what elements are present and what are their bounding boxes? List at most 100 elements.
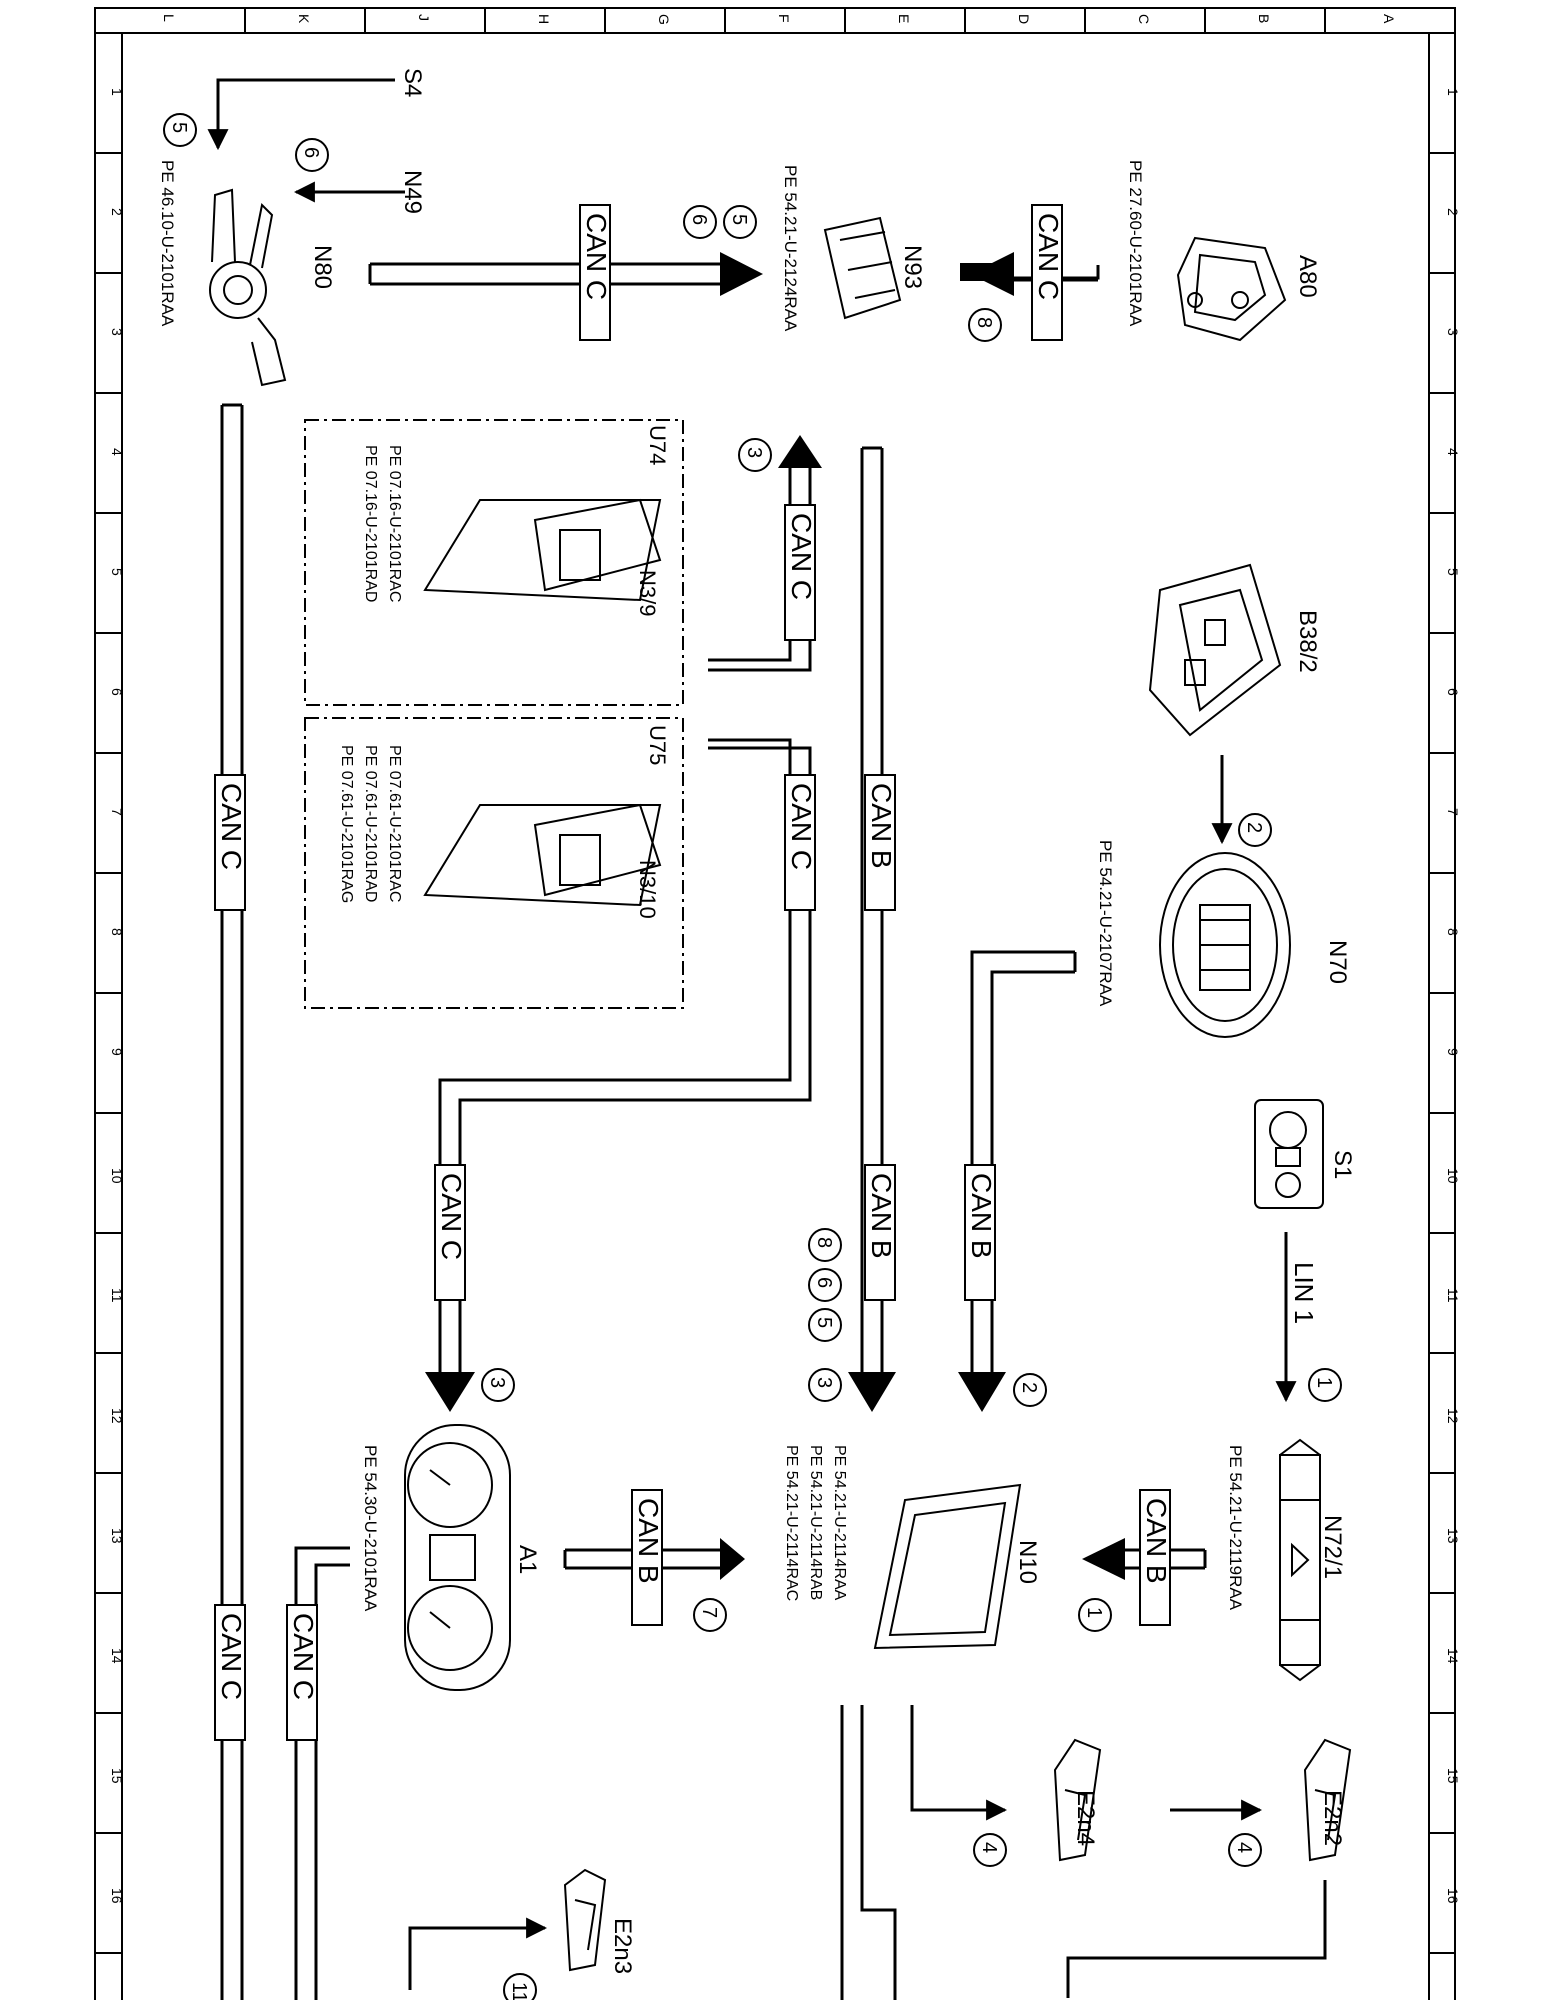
bus-label-box: [964, 1164, 996, 1301]
row-label: 14: [1445, 1648, 1461, 1664]
ref-N3-10: PE 07.61-U-2101RAC: [386, 745, 403, 902]
ref-N3-10: PE 07.61-U-2101RAD: [362, 745, 379, 902]
marker-number: 1: [1083, 1607, 1105, 1618]
N10-sam-module-icon: [873, 1483, 1022, 1650]
N93-module-icon: [823, 216, 902, 320]
label-E2n4: E2n4: [1072, 1790, 1099, 1846]
ref-A80: PE 27.60-U-2101RAA: [1126, 160, 1145, 327]
marker-number: 6: [688, 214, 710, 225]
A80-actuator-icon: [1176, 236, 1287, 342]
row-label: 8: [109, 928, 125, 936]
marker-number: 6: [300, 147, 322, 158]
ref-N93: PE 54.21-U-2124RAA: [781, 165, 800, 332]
U75-enclosure: [304, 717, 684, 1009]
row-label: 7: [1445, 808, 1461, 816]
bus-label-box: [579, 204, 611, 341]
bus-label: CAN C: [216, 783, 247, 870]
row-label: 15: [109, 1768, 125, 1784]
A1-instrument-cluster-icon: [404, 1424, 511, 1691]
inner-frame: [121, 32, 1430, 2000]
bus-label: CAN C: [216, 1613, 247, 1700]
marker-number: 8: [973, 317, 995, 328]
label-N49: N49: [399, 170, 426, 214]
row-label: 14: [109, 1648, 125, 1664]
U74-enclosure: [304, 419, 684, 706]
marker-circle: [1078, 1598, 1112, 1632]
row-label: 1: [1445, 88, 1461, 96]
marker-circle: [683, 205, 717, 239]
N3-9-ecu-icon: [423, 498, 662, 602]
bus-label: CAN C: [581, 213, 612, 300]
row-label: 16: [1445, 1888, 1461, 1904]
wires: [207, 78, 1327, 2000]
marker-number: 3: [813, 1377, 835, 1388]
marker-number: 5: [728, 214, 750, 225]
bus-label-box: [864, 774, 896, 911]
row-label: 12: [1445, 1408, 1461, 1424]
variant-enclosures: [304, 419, 684, 1009]
marker-circle: [693, 1598, 727, 1632]
bus-label-box: [784, 774, 816, 911]
arrow-n80-n93: [720, 252, 763, 296]
label-N3-10: N3/10: [635, 860, 660, 919]
row-label: 15: [1445, 1768, 1461, 1784]
row-label: 13: [109, 1528, 125, 1544]
row-label: 3: [1445, 328, 1461, 336]
row-label: 11: [109, 1288, 125, 1303]
bus-label: CAN B: [866, 1173, 897, 1259]
bus-label-box: [784, 504, 816, 641]
row-label: 2: [1445, 208, 1461, 216]
column-label: G: [656, 14, 672, 25]
label-N3-9: N3/9: [635, 570, 660, 616]
bus-arrowheads: [425, 252, 1125, 1580]
bus-label-lin: LIN 1: [1289, 1262, 1319, 1324]
row-label: 10: [1445, 1168, 1461, 1184]
marker-number: 3: [743, 447, 765, 458]
row-label: 4: [109, 448, 125, 456]
label-B38-2: B38/2: [1294, 610, 1321, 673]
marker-circle: [1238, 813, 1272, 847]
marker-circle: [295, 138, 329, 172]
outer-frame: [94, 7, 1456, 2000]
bus-label-box: [631, 1489, 663, 1626]
E2n2-headlamp-module-icon: [1303, 1738, 1352, 1862]
marker-circle: [968, 308, 1002, 342]
N72-1-control-panel-icon: [1279, 1438, 1321, 1682]
bus-label: CAN B: [633, 1498, 664, 1584]
ref-N10: PE 54.21-U-2114RAB: [807, 1445, 824, 1600]
column-label: E: [896, 14, 912, 23]
bus-label-box: [434, 1164, 466, 1301]
marker-circle: [481, 1368, 515, 1402]
row-label: 1: [109, 88, 125, 96]
ref-N10: PE 54.21-U-2114RAC: [783, 1445, 800, 1601]
label-S4: S4: [399, 68, 426, 97]
label-E2n2: E2n2: [1319, 1790, 1346, 1846]
ref-N3-9: PE 07.16-U-2101RAC: [386, 445, 403, 602]
label-A80: A80: [1294, 255, 1321, 298]
marker-number: 3: [486, 1377, 508, 1388]
marker-number: 8: [813, 1237, 835, 1248]
marker-number: 5: [813, 1317, 835, 1328]
ref-N70: PE 54.21-U-2107RAA: [1096, 840, 1115, 1007]
marker-circle: [808, 1268, 842, 1302]
column-label: H: [536, 14, 552, 24]
column-label: A: [1381, 14, 1397, 24]
row-label: 6: [109, 688, 125, 696]
label-N72-1: N72/1: [1319, 1515, 1346, 1579]
label-U75: U75: [645, 725, 670, 765]
ref-N80: PE 46.10-U-2101RAA: [158, 160, 177, 327]
row-label: 5: [109, 568, 125, 576]
label-N80: N80: [309, 245, 336, 289]
row-label: 3: [109, 328, 125, 336]
B38-2-sensor-icon: [1148, 563, 1282, 737]
marker-number: 4: [1233, 1842, 1255, 1853]
column-label: F: [776, 14, 792, 23]
ref-N3-9: PE 07.16-U-2101RAD: [362, 445, 379, 602]
marker-circle: [503, 1973, 537, 2000]
marker-number: 1: [1313, 1377, 1335, 1388]
ref-N10: PE 54.21-U-2114RAA: [831, 1445, 848, 1601]
marker-number: 6: [813, 1277, 835, 1288]
bus-label: CAN B: [966, 1173, 997, 1259]
